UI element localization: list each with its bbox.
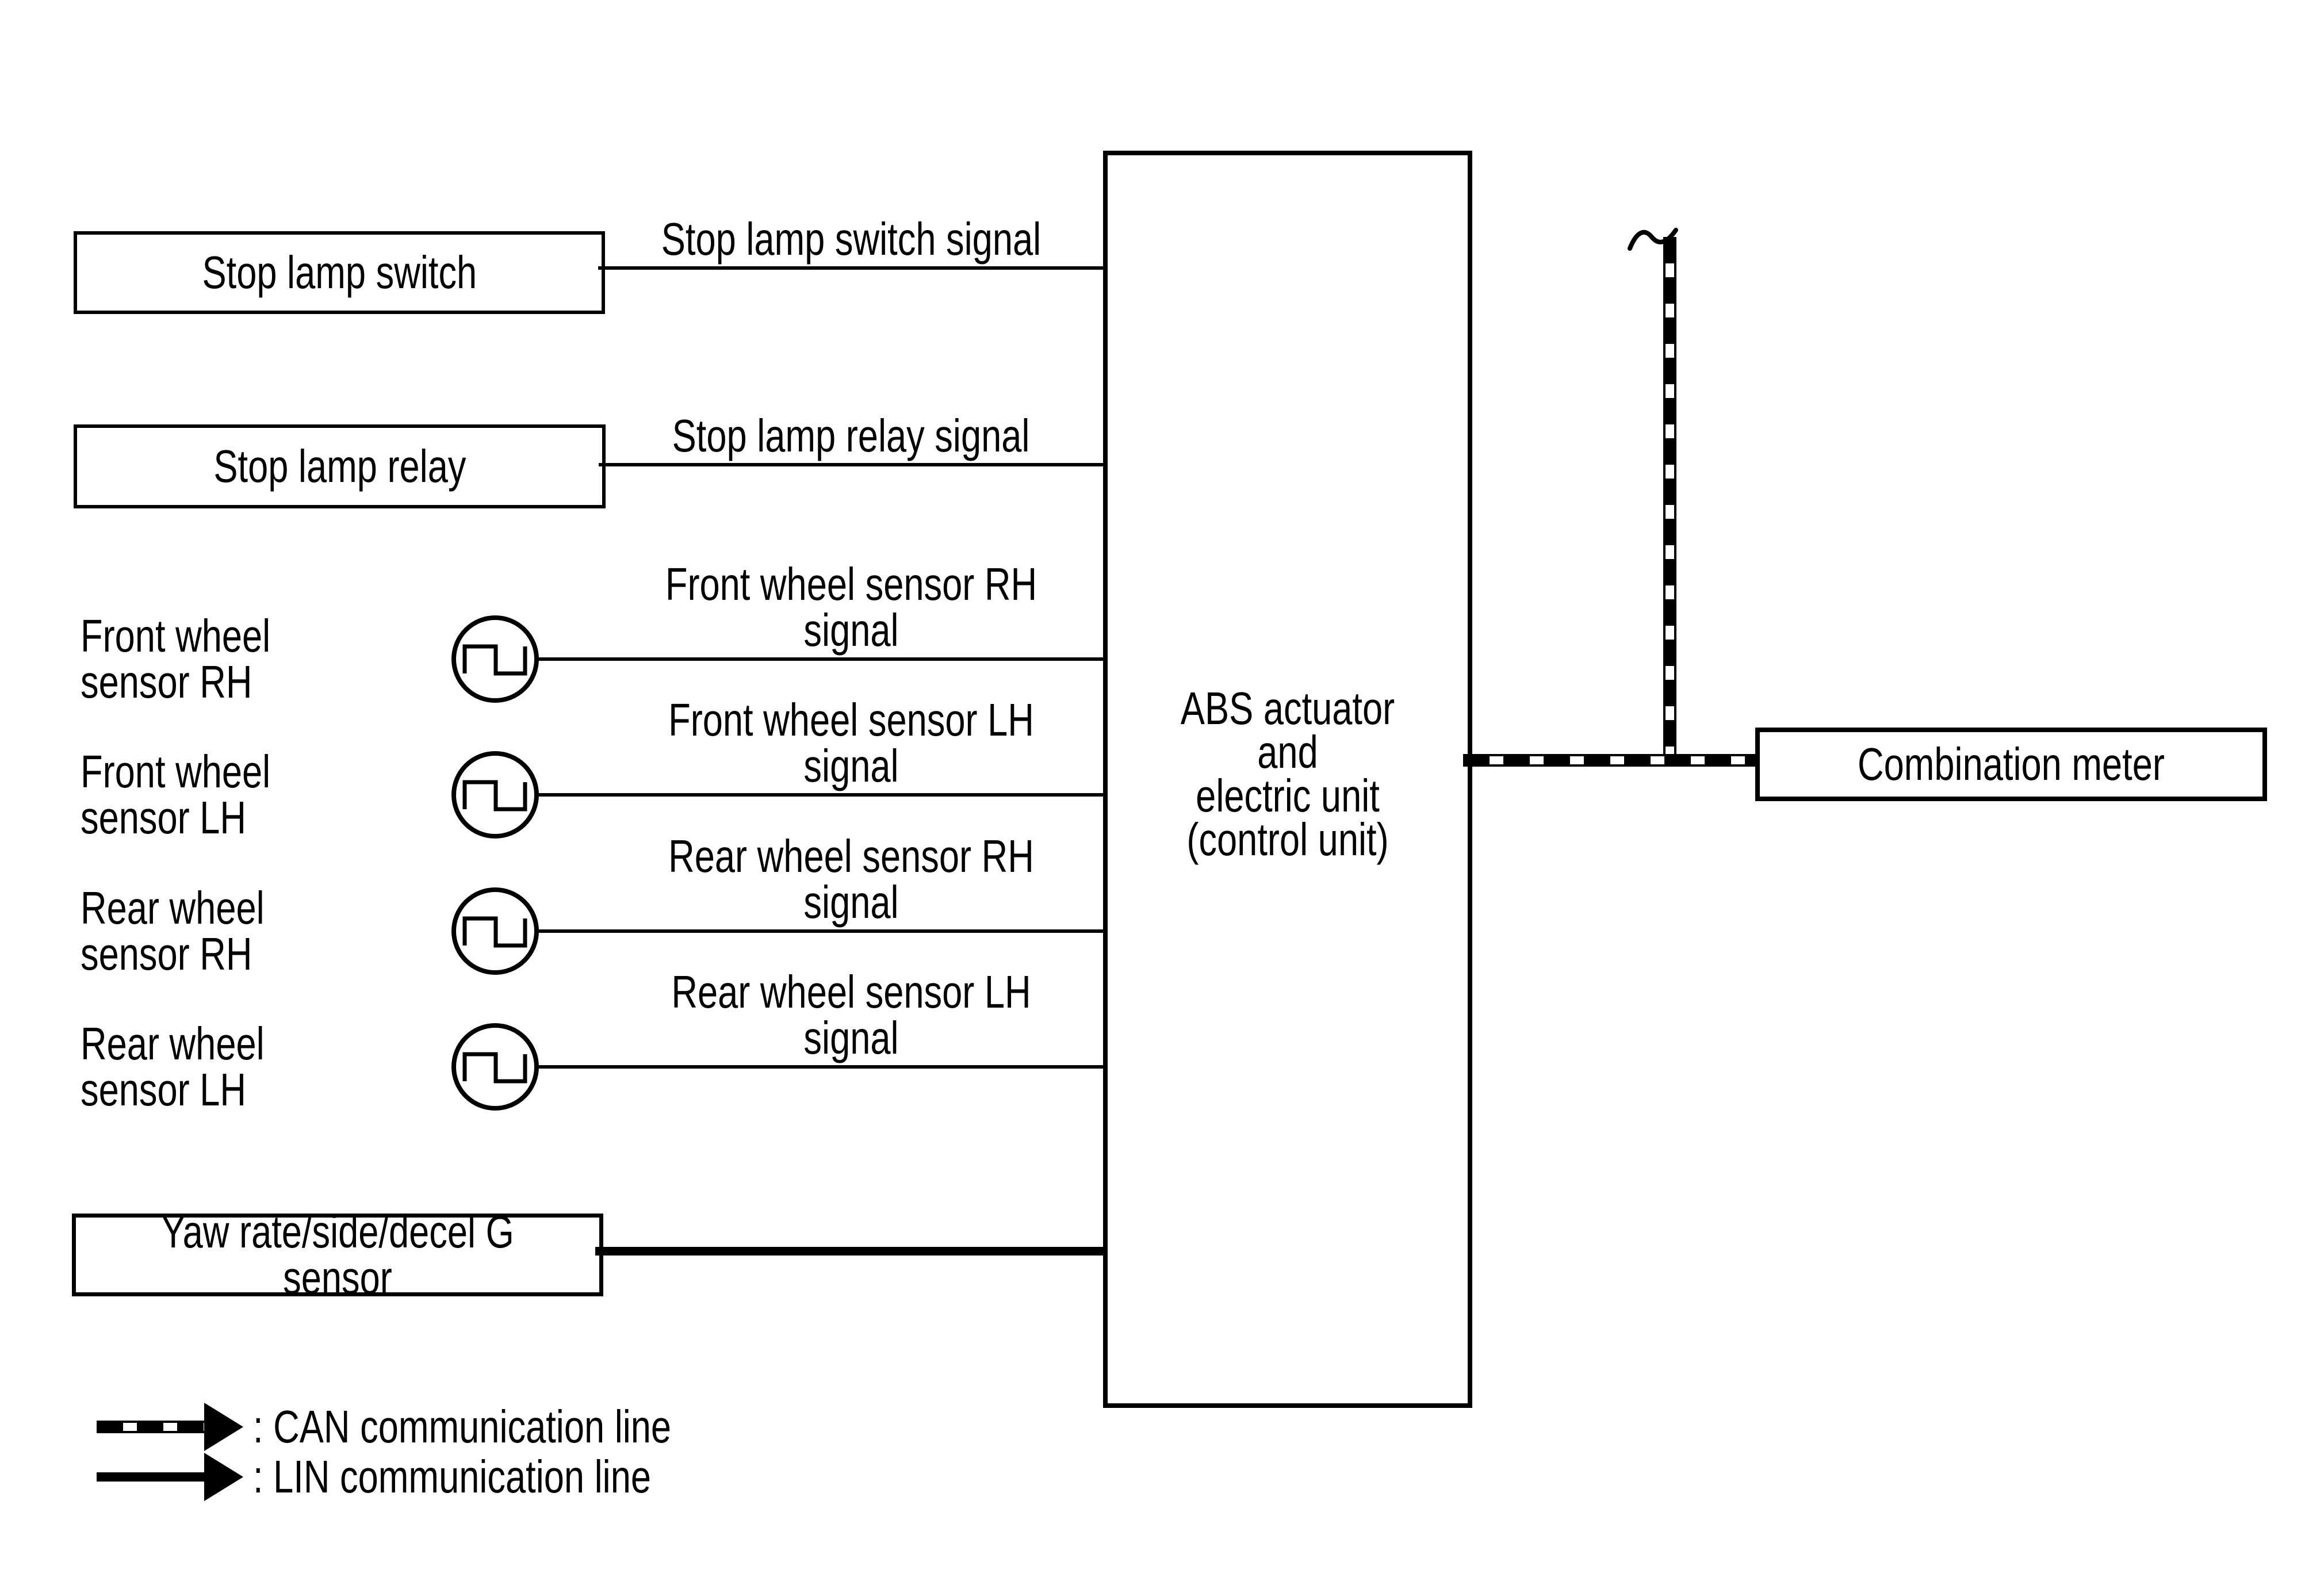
legend-lin-arrow-icon [204,1453,243,1501]
abs-actuator-box: ABS actuator and electric unit (control … [1103,151,1472,1408]
stop-lamp-switch-signal-line [598,266,1103,270]
stop-lamp-relay-signal-line [599,463,1103,466]
abs-actuator-label: ABS actuator and electric unit (control … [1180,683,1395,865]
combination-meter-label: Combination meter [1858,738,2165,790]
combination-meter-box: Combination meter [1755,728,2267,801]
yaw-sensor-lin-line [595,1247,1103,1256]
pulse-icon-front-wheel-rh [451,615,539,703]
yaw-rate-sensor-box: Yaw rate/side/decel G sensor [72,1209,603,1301]
rear-wheel-sensor-rh-row-label: Rear wheel sensor RH [81,885,449,977]
stop-lamp-switch-signal-label: Stop lamp switch signal [661,213,1042,265]
front-wheel-sensor-lh-signal-label: Front wheel sensor LH signal [668,694,1034,791]
stop-lamp-switch-box: Stop lamp switch [74,231,605,314]
legend-can-arrow-icon [204,1403,243,1451]
line-continuation-mark-icon [1628,228,1678,251]
rear-wheel-sensor-lh-signal-line [535,1065,1103,1069]
front-wheel-sensor-lh-row-label: Front wheel sensor LH [81,749,449,841]
front-wheel-sensor-rh-signal-line [535,657,1103,661]
stop-lamp-switch-label: Stop lamp switch [202,247,477,298]
pulse-icon-front-wheel-lh [451,751,539,839]
rear-wheel-sensor-lh-row-label: Rear wheel sensor LH [81,1021,449,1113]
legend-lin-line-sample [97,1472,204,1482]
rear-wheel-sensor-lh-signal-label: Rear wheel sensor LH signal [671,966,1031,1063]
front-wheel-sensor-rh-signal-label: Front wheel sensor RH signal [665,558,1037,656]
can-line-horizontal [1463,754,1755,767]
stop-lamp-relay-box: Stop lamp relay [74,424,606,508]
front-wheel-sensor-rh-row-label: Front wheel sensor RH [81,613,449,705]
legend-can-label: : CAN communication line [253,1401,672,1452]
front-wheel-sensor-rh-text: Front wheel sensor RH [81,610,271,707]
legend-can-line-sample [97,1421,204,1433]
pulse-icon-rear-wheel-lh [451,1023,539,1111]
rear-wheel-sensor-rh-signal-line [535,929,1103,933]
front-wheel-sensor-lh-text: Front wheel sensor LH [81,746,271,843]
rear-wheel-sensor-lh-text: Rear wheel sensor LH [81,1018,265,1115]
front-wheel-sensor-lh-signal-line [535,793,1103,797]
stop-lamp-relay-label: Stop lamp relay [213,441,466,492]
rear-wheel-sensor-rh-text: Rear wheel sensor RH [81,882,265,979]
can-line-vertical [1663,237,1676,754]
stop-lamp-relay-signal-label: Stop lamp relay signal [672,410,1030,461]
pulse-icon-rear-wheel-rh [451,887,539,975]
legend-lin-label: : LIN communication line [253,1451,651,1502]
rear-wheel-sensor-rh-signal-label: Rear wheel sensor RH signal [668,830,1034,928]
yaw-rate-sensor-label: Yaw rate/side/decel G sensor [161,1206,514,1303]
